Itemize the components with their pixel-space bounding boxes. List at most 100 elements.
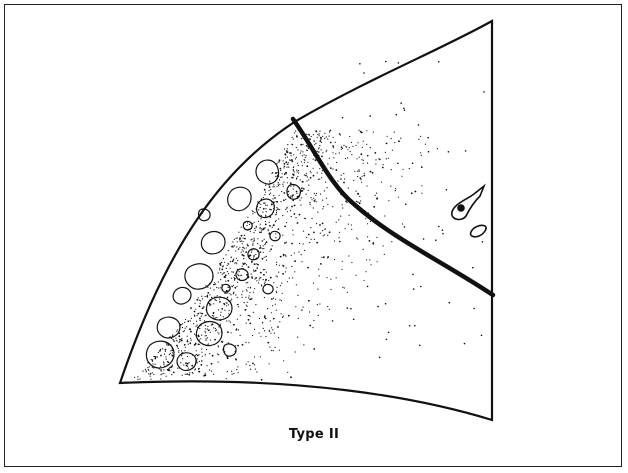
stipple-dot — [218, 287, 219, 288]
stipple-dot — [211, 363, 213, 365]
stipple-dot — [187, 356, 188, 357]
stipple-dot — [329, 231, 331, 233]
stipple-dot — [244, 235, 245, 236]
stipple-dot — [219, 269, 220, 270]
stipple-dot — [198, 371, 199, 372]
stipple-dot — [178, 332, 180, 334]
stipple-dot — [181, 339, 182, 340]
stipple-dot — [306, 165, 308, 167]
stipple-dot — [179, 367, 180, 368]
stipple-dot — [325, 182, 326, 183]
stipple-dot — [211, 297, 212, 298]
stipple-dot — [264, 297, 265, 298]
stipple-dot — [238, 329, 239, 330]
stipple-dot — [348, 255, 349, 256]
stipple-dot — [187, 341, 189, 343]
stipple-dot — [319, 147, 320, 148]
stipple-dot — [236, 272, 237, 273]
stipple-dot — [347, 149, 348, 150]
stipple-dot — [248, 229, 249, 230]
stipple-dot — [220, 312, 221, 313]
stipple-dot — [277, 172, 278, 173]
stipple-dot — [298, 318, 299, 319]
stipple-dot — [375, 163, 376, 164]
stipple-dot — [228, 273, 229, 274]
stipple-dot — [364, 210, 365, 211]
stipple-dot — [166, 359, 167, 360]
stipple-dot — [336, 169, 337, 170]
stipple-dot — [428, 151, 430, 153]
stipple-dot — [228, 313, 229, 314]
stipple-dot — [377, 197, 379, 199]
stipple-dot — [317, 212, 318, 213]
stipple-dot — [342, 117, 344, 119]
stipple-dot — [307, 267, 309, 269]
stipple-dot — [307, 162, 308, 163]
stipple-dot — [243, 255, 245, 257]
stipple-dot — [152, 372, 153, 373]
stipple-dot — [257, 267, 258, 268]
stipple-dot — [304, 160, 305, 161]
stipple-dot — [323, 166, 324, 167]
stipple-dot — [243, 251, 244, 252]
stipple-dot — [218, 281, 219, 282]
stipple-dot — [255, 277, 257, 279]
stipple-dot — [310, 177, 312, 179]
stipple-dot — [342, 207, 343, 208]
stipple-dot — [278, 185, 279, 186]
stipple-dot — [170, 350, 171, 351]
stipple-dot — [241, 252, 242, 253]
stipple-dot — [233, 259, 234, 260]
stipple-dot — [226, 290, 228, 292]
stipple-dot — [248, 287, 249, 288]
stipple-dot — [185, 328, 186, 329]
stipple-dot — [323, 206, 324, 207]
stipple-dot — [296, 170, 297, 171]
stipple-dot — [315, 143, 316, 144]
stipple-dot — [316, 151, 317, 152]
stipple-dot — [220, 324, 221, 325]
stipple-dot — [232, 245, 233, 246]
stipple-dot — [275, 233, 276, 234]
stipple-dot — [193, 323, 194, 324]
stipple-dot — [409, 168, 410, 169]
stipple-dot — [194, 311, 196, 313]
stipple-dot — [226, 302, 227, 303]
stipple-dot — [166, 376, 167, 377]
stipple-dot — [283, 160, 284, 161]
stipple-dot — [248, 297, 249, 298]
stipple-dot — [231, 371, 232, 372]
stipple-dot — [319, 224, 321, 226]
stipple-dot — [290, 186, 291, 187]
stipple-dot — [278, 162, 279, 163]
stipple-dot — [314, 144, 315, 145]
stipple-dot — [248, 266, 250, 268]
stipple-dot — [252, 245, 253, 246]
stipple-dot — [330, 167, 332, 169]
stipple-dot — [357, 171, 358, 172]
stipple-dot — [280, 168, 282, 170]
stipple-dot — [242, 249, 243, 250]
stipple-dot — [229, 310, 230, 311]
stipple-dot — [252, 335, 253, 336]
stipple-dot — [359, 171, 360, 172]
stipple-dot — [316, 130, 317, 131]
stipple-dot — [315, 159, 317, 161]
stipple-dot — [263, 228, 264, 229]
stipple-dot — [230, 322, 231, 323]
stipple-dot — [288, 194, 289, 195]
stipple-dot — [241, 294, 242, 295]
stipple-dot — [226, 268, 227, 269]
stipple-dot — [238, 306, 239, 307]
stipple-dot — [316, 201, 317, 202]
stipple-dot — [247, 225, 248, 226]
stipple-dot — [281, 300, 282, 301]
stipple-dot — [287, 281, 288, 282]
stipple-dot — [338, 237, 339, 238]
stipple-dot — [211, 324, 212, 325]
stipple-dot — [291, 177, 293, 179]
stipple-dot — [199, 318, 201, 320]
stipple-dot — [189, 372, 190, 373]
stipple-dot — [320, 233, 321, 234]
stipple-dot — [226, 320, 227, 321]
